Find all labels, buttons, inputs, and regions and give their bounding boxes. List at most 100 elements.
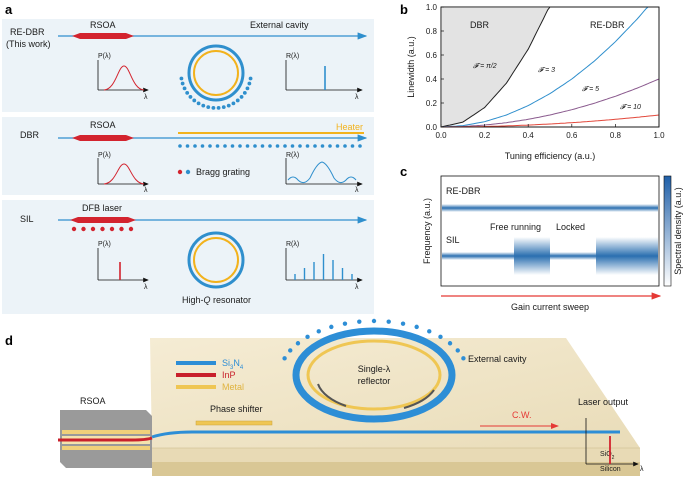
chip-top bbox=[150, 338, 640, 448]
grating-dot bbox=[71, 226, 77, 232]
grating-dot bbox=[223, 144, 227, 148]
sil-band-freerun-1 bbox=[514, 237, 550, 275]
sio2-label: SiO2 bbox=[600, 451, 615, 461]
phase-shifter-label: Phase shifter bbox=[210, 404, 263, 414]
grating-dot bbox=[216, 106, 221, 110]
section-sil: SIL DFB laser P(λ) λ R(λ) λ High-Q reson… bbox=[2, 200, 374, 314]
grating-dot bbox=[248, 76, 253, 81]
device-illustration: RSOA Phase shifter Single-λ reflector Si… bbox=[58, 318, 644, 476]
legend-swatch-sin bbox=[176, 361, 216, 365]
legend-metal: Metal bbox=[222, 382, 244, 392]
dbr-r-lambda: λ bbox=[355, 187, 359, 194]
colorbar-label: Spectral density (a.u.) bbox=[673, 187, 683, 275]
redbr-p-label: P(λ) bbox=[98, 53, 111, 60]
panel-b-label: b bbox=[400, 2, 408, 17]
grating-dot bbox=[455, 348, 460, 353]
grating-dot bbox=[221, 105, 226, 110]
map-label-sil: SIL bbox=[446, 235, 460, 245]
reflector-label-2: reflector bbox=[358, 376, 391, 386]
y-tick-label: 0.6 bbox=[426, 51, 438, 60]
map-xlabel: Gain current sweep bbox=[511, 302, 589, 312]
grating-dot bbox=[81, 226, 86, 232]
sil-ring-inner bbox=[193, 237, 239, 283]
x-tick-label: 0.2 bbox=[479, 131, 491, 140]
legend-swatch-metal bbox=[176, 385, 216, 389]
grating-dot bbox=[305, 144, 310, 148]
x-tick-label: 0.6 bbox=[566, 131, 578, 140]
panel-d-label: d bbox=[5, 333, 13, 348]
grating-dot bbox=[238, 144, 242, 148]
redbr-p-curve bbox=[103, 65, 145, 91]
chart-xlabel: Tuning efficiency (a.u.) bbox=[505, 151, 596, 161]
redbr-p-lambda: λ bbox=[144, 94, 148, 101]
grating-dot bbox=[260, 144, 265, 148]
grating-dot bbox=[438, 334, 443, 340]
series-label-10: 𝓕 = 10 bbox=[620, 104, 641, 111]
grating-dot bbox=[242, 90, 247, 95]
grating-dot bbox=[320, 144, 325, 148]
chip-silicon bbox=[152, 462, 640, 476]
grating-dot bbox=[343, 144, 347, 148]
cw-label: C.W. bbox=[512, 410, 532, 420]
dbr-rsoa bbox=[72, 135, 134, 141]
x-tick-label: 0.0 bbox=[435, 131, 447, 140]
grating-dot bbox=[290, 144, 295, 148]
grating-dot bbox=[90, 226, 96, 232]
y-tick-label: 0.0 bbox=[426, 123, 438, 132]
sil-band-left bbox=[442, 252, 514, 260]
section-dbr: DBR RSOA Heater P(λ) λ Bragg grating R(λ… bbox=[2, 117, 374, 195]
colorbar bbox=[663, 175, 672, 287]
bragg-dot-blue bbox=[185, 169, 191, 175]
grating-dot bbox=[342, 321, 348, 326]
rsoa-inp-waveguide bbox=[58, 436, 153, 442]
grating-dot bbox=[245, 144, 250, 148]
sil-p-label: P(λ) bbox=[98, 241, 111, 248]
redbr-cavity-label: External cavity bbox=[250, 20, 309, 30]
dbr-heater-label: Heater bbox=[336, 122, 363, 132]
grating-dot bbox=[371, 318, 377, 324]
grating-dot bbox=[400, 321, 406, 326]
chip-sio2 bbox=[152, 448, 640, 462]
grating-dot bbox=[313, 144, 317, 148]
grating-dot bbox=[447, 341, 453, 346]
grating-dot bbox=[100, 226, 105, 232]
grating-dot bbox=[305, 334, 310, 340]
grating-dot bbox=[358, 144, 362, 148]
sil-ring-outer bbox=[187, 231, 245, 289]
resonator-label: High-Q resonator bbox=[182, 295, 251, 305]
bragg-label: Bragg grating bbox=[196, 167, 250, 177]
sil-dfb bbox=[70, 217, 136, 223]
grating-dot bbox=[268, 144, 272, 148]
grating-dot bbox=[288, 348, 293, 353]
sin-bus-waveguide bbox=[151, 430, 620, 439]
silicon-label: Silicon bbox=[600, 466, 621, 473]
laser-output-label: Laser output bbox=[578, 397, 629, 407]
y-tick-label: 0.4 bbox=[426, 75, 438, 84]
sil-r-label: R(λ) bbox=[286, 241, 299, 248]
series-line bbox=[441, 78, 660, 128]
grating-dot bbox=[298, 144, 302, 148]
grating-dot bbox=[178, 144, 182, 148]
dbr-grating-dots bbox=[178, 144, 362, 148]
reflector-grating-dots bbox=[282, 318, 466, 361]
grating-dot bbox=[109, 226, 115, 232]
panel-a-label: a bbox=[5, 2, 13, 17]
dbr-r-label: R(λ) bbox=[286, 152, 299, 159]
dbr-r-curve bbox=[287, 161, 357, 184]
grating-dot bbox=[235, 98, 240, 103]
grating-dot bbox=[329, 324, 334, 330]
reflector-heater bbox=[306, 339, 442, 411]
y-tick-label: 0.8 bbox=[426, 27, 438, 36]
legend-swatch-inp bbox=[176, 373, 216, 377]
sil-p-lambda: λ bbox=[144, 284, 148, 291]
redbr-r-label: R(λ) bbox=[286, 53, 299, 60]
reflector-ring bbox=[292, 327, 456, 423]
grating-dot bbox=[275, 144, 280, 148]
y-tick-label: 0.2 bbox=[426, 99, 438, 108]
output-lambda: λ bbox=[640, 466, 644, 473]
dbr-region-fill bbox=[441, 7, 550, 127]
series-label-3: 𝓕 = 3 bbox=[538, 67, 555, 74]
grating-dot bbox=[201, 103, 206, 108]
grating-dot bbox=[196, 101, 201, 106]
